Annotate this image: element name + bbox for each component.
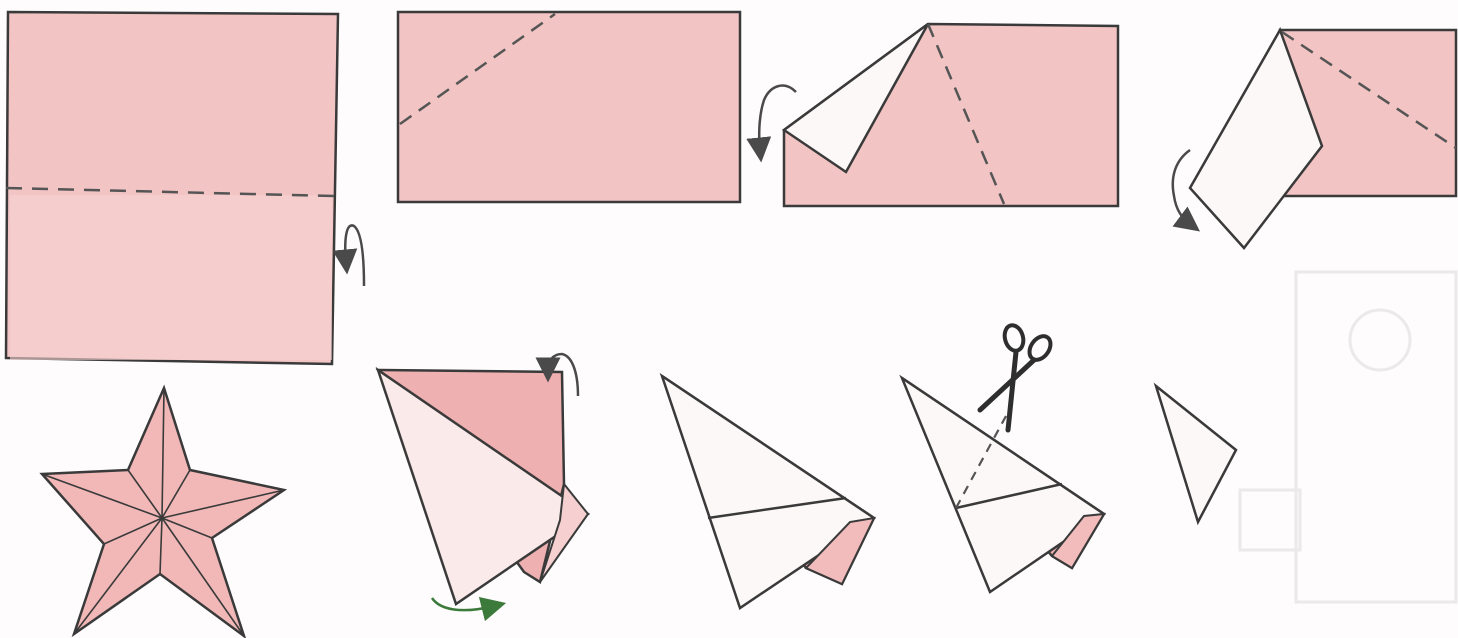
step-7-cut xyxy=(902,323,1104,592)
small-triangle xyxy=(1156,386,1236,522)
fold-down-arrow-icon xyxy=(1173,150,1190,224)
faint-background-illustration xyxy=(1240,272,1456,602)
step-6-triangle-creased xyxy=(662,376,874,608)
step-3-folded-corner xyxy=(759,24,1118,206)
step-2-rectangle xyxy=(398,12,740,202)
scissors-icon xyxy=(980,323,1055,430)
rectangle-sheet xyxy=(398,12,740,202)
step-8-cut-piece xyxy=(1156,386,1236,522)
step-9-star-result xyxy=(42,388,284,636)
square-lower-half-shade xyxy=(10,195,332,360)
step-1-square xyxy=(6,12,364,364)
step-4-flap-folded xyxy=(1173,30,1456,248)
fold-back-arrow-icon xyxy=(345,225,364,286)
step-5-triangle xyxy=(378,354,588,610)
